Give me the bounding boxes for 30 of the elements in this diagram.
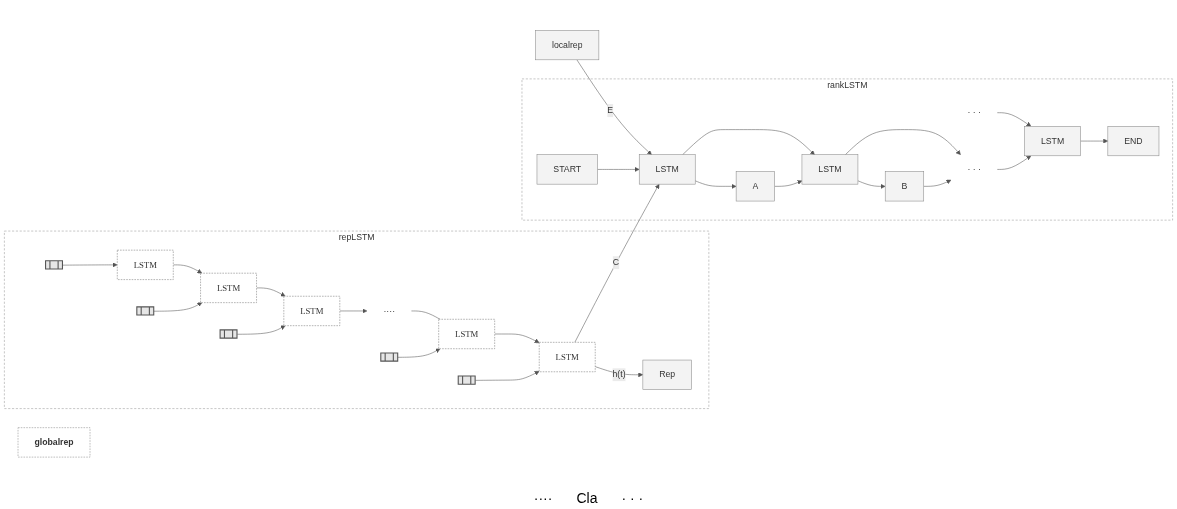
note-text: Cla xyxy=(576,490,598,506)
node-box: LSTM xyxy=(801,154,859,185)
node-text: · · · xyxy=(967,164,981,174)
edge-label: E xyxy=(607,105,614,115)
node-box: LSTM xyxy=(283,295,341,326)
node-bar xyxy=(219,329,238,339)
connector xyxy=(411,310,441,320)
node-box: LSTM xyxy=(1024,125,1081,156)
node-box: END xyxy=(1107,125,1160,156)
node-box: LSTM xyxy=(538,341,596,372)
node-bar xyxy=(380,352,399,362)
node-box: B xyxy=(884,171,925,202)
node-box: LSTM xyxy=(117,249,174,280)
node-box: A xyxy=(735,171,775,202)
note-text: · · · xyxy=(621,490,644,506)
edge-label: h(t) xyxy=(612,369,626,379)
node-box: START xyxy=(536,154,598,185)
node-box: globalrep xyxy=(17,427,91,458)
node-text: · · · xyxy=(967,107,981,117)
edge-label: C xyxy=(612,257,620,267)
node-bar xyxy=(45,260,63,270)
node-box: LSTM xyxy=(638,154,696,185)
node-bar xyxy=(136,306,155,316)
node-box: LSTM xyxy=(200,272,257,303)
node-text: ···· xyxy=(383,305,396,316)
node-box: Rep xyxy=(642,359,692,390)
node-box: LSTM xyxy=(438,318,495,349)
node-box: localrep xyxy=(535,29,600,60)
node-bar xyxy=(457,375,476,385)
note-text: ···· xyxy=(533,490,553,506)
